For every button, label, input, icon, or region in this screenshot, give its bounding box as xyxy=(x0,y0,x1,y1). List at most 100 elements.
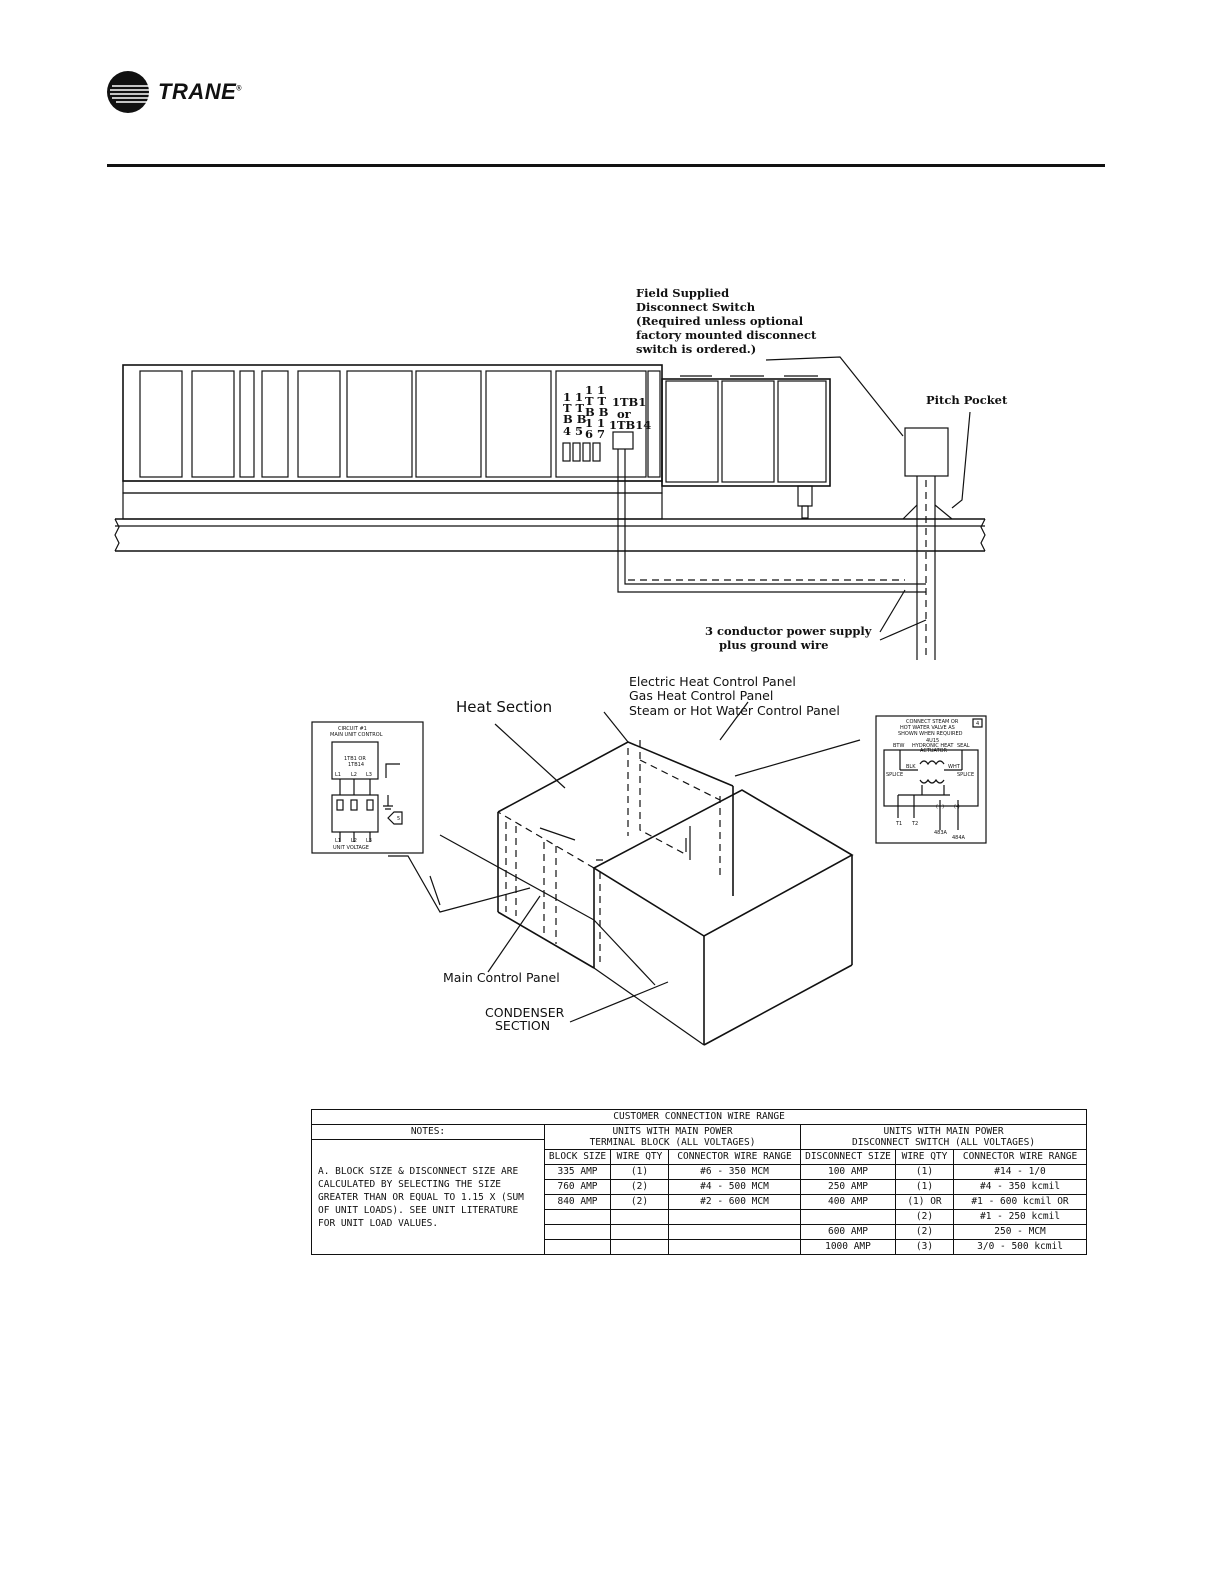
col-header: BLOCK SIZE xyxy=(544,1149,611,1165)
table-cell: (1) xyxy=(610,1164,669,1180)
power-supply-label-1: 3 conductor power supply xyxy=(705,624,872,638)
table-cell: 600 AMP xyxy=(800,1224,896,1240)
power-supply-label-2: plus ground wire xyxy=(719,638,828,652)
right-inset-flag: 4 xyxy=(976,721,979,727)
table-cell: (2) xyxy=(610,1194,669,1210)
terminal-label-a3: B B xyxy=(563,412,587,426)
table-cell: 250 - MCM xyxy=(952,1224,1088,1240)
table-title: CUSTOMER CONNECTION WIRE RANGE xyxy=(310,1109,1088,1125)
right-inset-t1: T1 xyxy=(895,821,902,827)
terminal-label-a1: 1 1 xyxy=(563,390,583,404)
table-cell: #6 - 350 MCM xyxy=(668,1164,801,1180)
control-panel-label-1: Electric Heat Control Panel xyxy=(629,674,796,689)
table-cell: (2) xyxy=(610,1179,669,1195)
table-cell xyxy=(544,1209,611,1225)
disconnect-callout-3: (Required unless optional xyxy=(636,314,804,328)
table-cell: (3) xyxy=(895,1239,954,1255)
table-cell: (1) OR xyxy=(895,1194,954,1210)
table-cell: 400 AMP xyxy=(800,1194,896,1210)
right-inset-side-right: SEAL xyxy=(957,743,970,749)
condenser-label-2: SECTION xyxy=(495,1018,550,1033)
right-inset-device-3: ACTUATOR xyxy=(920,748,948,754)
right-inset-minus: (-) xyxy=(954,804,960,810)
col-header: CONNECTOR WIRE RANGE xyxy=(952,1149,1088,1165)
right-inset-device-1: 4U15 xyxy=(926,738,939,744)
col-header: DISCONNECT SIZE xyxy=(800,1149,896,1165)
left-inset-title-2: MAIN UNIT CONTROL xyxy=(330,732,383,738)
right-inset-483a: 483A xyxy=(934,830,948,836)
table-cell: #4 - 350 kcmil xyxy=(952,1179,1088,1195)
table-cell xyxy=(610,1224,669,1240)
table-cell xyxy=(668,1209,801,1225)
disconnect-callout-5: switch is ordered.) xyxy=(636,342,756,356)
bottom-labels: Heat Section Electric Heat Control Panel… xyxy=(443,674,840,1033)
table-cell: (1) xyxy=(895,1179,954,1195)
table-row: 1000 AMP (3) 3/0 - 500 kcmil xyxy=(312,1239,1088,1255)
top-labels: 1 1 T T B B 4 5 1 1 T T B B 1 1 6 7 1TB1… xyxy=(563,286,1008,652)
condenser-label-1: CONDENSER xyxy=(485,1005,565,1020)
tb1-label-2: or xyxy=(617,407,632,421)
main-unit-control-inset: CIRCUIT #1 MAIN UNIT CONTROL 1TB1 OR 1TB… xyxy=(311,721,424,854)
notes-header: NOTES: xyxy=(311,1124,545,1140)
control-panel-label-3: Steam or Hot Water Control Panel xyxy=(629,703,840,718)
right-inset-device-2: HYDRONIC HEAT xyxy=(912,743,954,749)
disconnect-callout-1: Field Supplied xyxy=(636,286,729,300)
table-cell: #1 - 600 kcmil OR xyxy=(952,1194,1088,1210)
right-inset-blk: BLK xyxy=(906,764,916,770)
table-cell xyxy=(800,1209,896,1225)
left-inset-l2-top: L2 xyxy=(351,772,357,778)
right-inset-title-2: HOT WATER VALVE AS xyxy=(900,725,955,731)
left-inset-l3-bottom: L3 xyxy=(366,838,372,844)
right-inset-side-left: BTW xyxy=(893,743,904,749)
right-inset-plus: (+) xyxy=(936,804,944,810)
isometric-unit xyxy=(388,701,861,1046)
table-cell: 840 AMP xyxy=(544,1194,611,1210)
table-cell: 250 AMP xyxy=(800,1179,896,1195)
left-inset-tb-2: 1TB14 xyxy=(348,762,364,768)
disconnect-callout-2: Disconnect Switch xyxy=(636,300,756,314)
table-cell: 335 AMP xyxy=(544,1164,611,1180)
table-cell: (1) xyxy=(895,1164,954,1180)
control-panel-label-2: Gas Heat Control Panel xyxy=(629,688,773,703)
table-row: 600 AMP (2) 250 - MCM xyxy=(312,1224,1088,1240)
left-inset-footer: UNIT VOLTAGE xyxy=(333,845,369,851)
terminal-label-b5: 6 7 xyxy=(585,427,605,441)
terminal-label-b3: B B xyxy=(585,405,609,419)
table-cell: #14 - 1/0 xyxy=(952,1164,1088,1180)
left-inset-flag: 5 xyxy=(397,816,400,822)
table-cell: #1 - 250 kcmil xyxy=(952,1209,1088,1225)
tb1-label-3: 1TB14 xyxy=(609,418,651,432)
wire-range-table: CUSTOMER CONNECTION WIRE RANGE NOTES: UN… xyxy=(310,1109,1088,1255)
table-cell: (2) xyxy=(895,1224,954,1240)
table-cell: #4 - 500 MCM xyxy=(668,1179,801,1195)
terminal-label-a2: T T xyxy=(563,401,585,415)
table-cell xyxy=(544,1224,611,1240)
tb1-label-1: 1TB1 xyxy=(612,395,646,409)
col-header: WIRE QTY xyxy=(610,1149,669,1165)
notes-text: A. BLOCK SIZE & DISCONNECT SIZE ARE CALC… xyxy=(311,1139,545,1255)
disconnect-callout-4: factory mounted disconnect xyxy=(636,328,817,342)
terminal-label-b4: 1 1 xyxy=(585,416,605,430)
table-cell: 100 AMP xyxy=(800,1164,896,1180)
heat-section-label: Heat Section xyxy=(456,698,552,716)
table-cell: #2 - 600 MCM xyxy=(668,1194,801,1210)
table-cell xyxy=(610,1209,669,1225)
col-header: WIRE QTY xyxy=(895,1149,954,1165)
left-inset-title-1: CIRCUIT #1 xyxy=(338,726,367,732)
table-cell xyxy=(544,1239,611,1255)
left-inset-tb-1: 1TB1 OR xyxy=(344,756,366,762)
left-inset-l2-bottom: L2 xyxy=(351,838,357,844)
unit-elevation xyxy=(114,356,986,660)
hydronic-heat-inset: CONNECT STEAM OR HOT WATER VALVE AS SHOW… xyxy=(875,715,987,844)
main-control-panel-label: Main Control Panel xyxy=(443,970,560,985)
left-inset-l1-bottom: L1 xyxy=(335,838,341,844)
terminal-label-b2: T T xyxy=(585,394,607,408)
header-rule xyxy=(107,164,1105,167)
col-header: CONNECTOR WIRE RANGE xyxy=(668,1149,801,1165)
table-cell: 3/0 - 500 kcmil xyxy=(952,1239,1088,1255)
right-inset-title-1: CONNECT STEAM OR xyxy=(906,719,959,725)
right-inset-t2: T2 xyxy=(911,821,918,827)
terminal-label-a4: 4 5 xyxy=(563,424,583,438)
right-inset-splice-left: SPLICE xyxy=(886,772,903,778)
table-cell xyxy=(668,1239,801,1255)
